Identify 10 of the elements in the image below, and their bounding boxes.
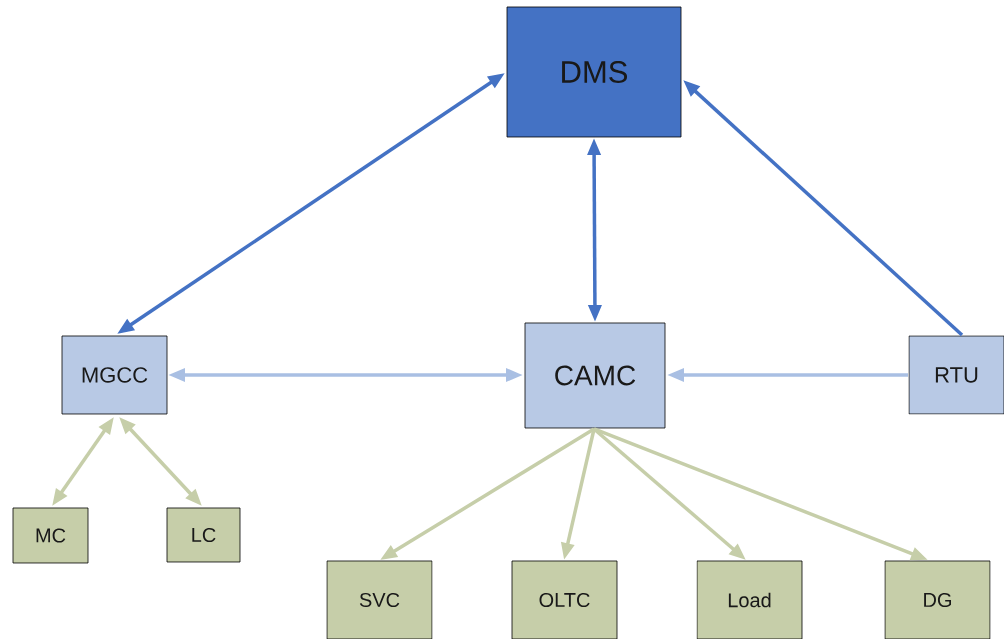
unit-box: RTU (908, 335, 1004, 415)
controller-box: CAMC (524, 322, 666, 429)
device-box: Load (696, 560, 803, 639)
device-box: LC (166, 507, 241, 563)
controller-box: MGCC (61, 335, 168, 415)
device-box: MC (12, 507, 89, 564)
system-box: DMS (506, 6, 682, 138)
device-box: OLTC (511, 560, 618, 639)
device-box: SVC (326, 560, 433, 639)
device-box: DG (884, 560, 991, 639)
